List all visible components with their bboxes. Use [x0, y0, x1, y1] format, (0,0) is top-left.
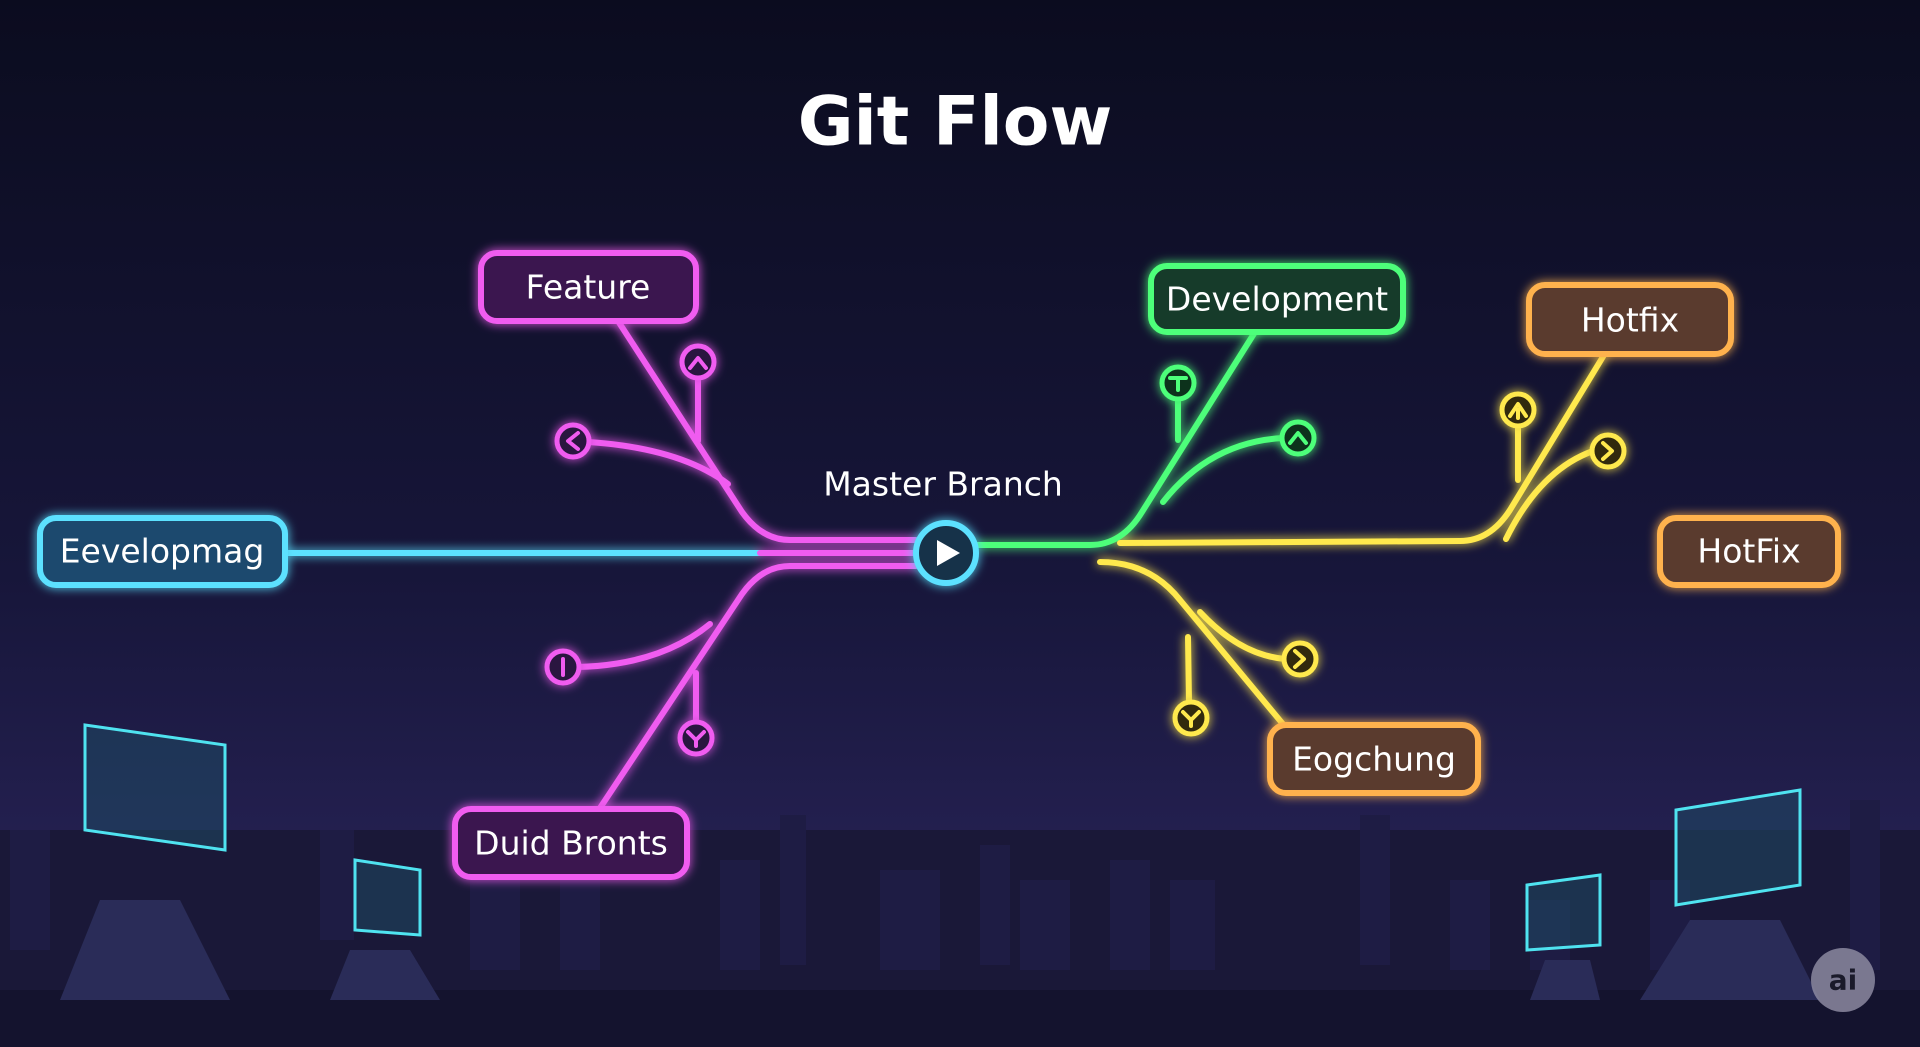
svg-text:Duid Bronts: Duid Bronts — [474, 824, 668, 863]
master-play-node[interactable] — [913, 520, 979, 586]
commit-node-icon[interactable] — [1589, 432, 1627, 470]
terminals — [60, 900, 1820, 1000]
branch-box-duid[interactable]: Duid Bronts — [452, 806, 690, 880]
svg-text:HotFix: HotFix — [1697, 532, 1800, 571]
svg-text:Eevelopmag: Eevelopmag — [60, 532, 265, 571]
branch-boxes: Eevelopmag Feature Duid Bronts Developme… — [37, 250, 1841, 880]
svg-text:Hotfix: Hotfix — [1581, 301, 1679, 340]
hotfix-branch-line — [1117, 352, 1607, 546]
commit-node-icon[interactable] — [554, 422, 592, 460]
feature-branch-line — [615, 318, 919, 543]
commit-node-icon[interactable] — [1499, 391, 1537, 429]
feature-sub-branch — [585, 439, 731, 487]
commit-node-icon[interactable] — [1159, 364, 1197, 402]
commit-node-icon[interactable] — [679, 343, 717, 381]
development-sub-branch — [1160, 435, 1286, 505]
diagram-title: Git Flow — [798, 83, 1113, 162]
svg-text:Development: Development — [1166, 280, 1388, 319]
duid-sub-branch — [575, 621, 713, 670]
eogchung-sub-branch — [1197, 609, 1288, 662]
city-skyline — [0, 800, 1920, 1047]
hotfix-sub-branch — [1503, 448, 1596, 542]
duid-branch-line — [597, 563, 919, 811]
branch-box-left[interactable]: Eevelopmag — [37, 515, 288, 588]
commit-nodes — [544, 343, 1627, 757]
commit-node-icon[interactable] — [1281, 640, 1319, 678]
commit-node-icon[interactable] — [1279, 419, 1317, 457]
commit-node-icon[interactable] — [544, 648, 582, 686]
eogchung-sub-branch — [1185, 634, 1192, 706]
eogchung-branch-line — [1097, 559, 1295, 738]
svg-text:Eogchung: Eogchung — [1292, 740, 1456, 779]
branch-box-hotfix-top[interactable]: Hotfix — [1526, 282, 1734, 357]
svg-text:ai: ai — [1829, 964, 1858, 997]
branch-lines — [282, 318, 1663, 811]
commit-node-icon[interactable] — [1172, 699, 1210, 737]
branch-box-feature[interactable]: Feature — [478, 250, 699, 324]
branch-box-hotfix-right[interactable]: HotFix — [1657, 515, 1841, 588]
ai-badge: ai — [1811, 948, 1875, 1012]
svg-text:Feature: Feature — [526, 268, 651, 307]
hologram-screens — [83, 723, 1802, 952]
master-branch-label: Master Branch — [823, 465, 1063, 504]
branch-box-eogchung[interactable]: Eogchung — [1267, 722, 1481, 796]
commit-node-icon[interactable] — [677, 719, 715, 757]
development-branch-line — [973, 329, 1258, 548]
branch-box-development[interactable]: Development — [1148, 263, 1406, 335]
play-icon — [937, 540, 960, 566]
